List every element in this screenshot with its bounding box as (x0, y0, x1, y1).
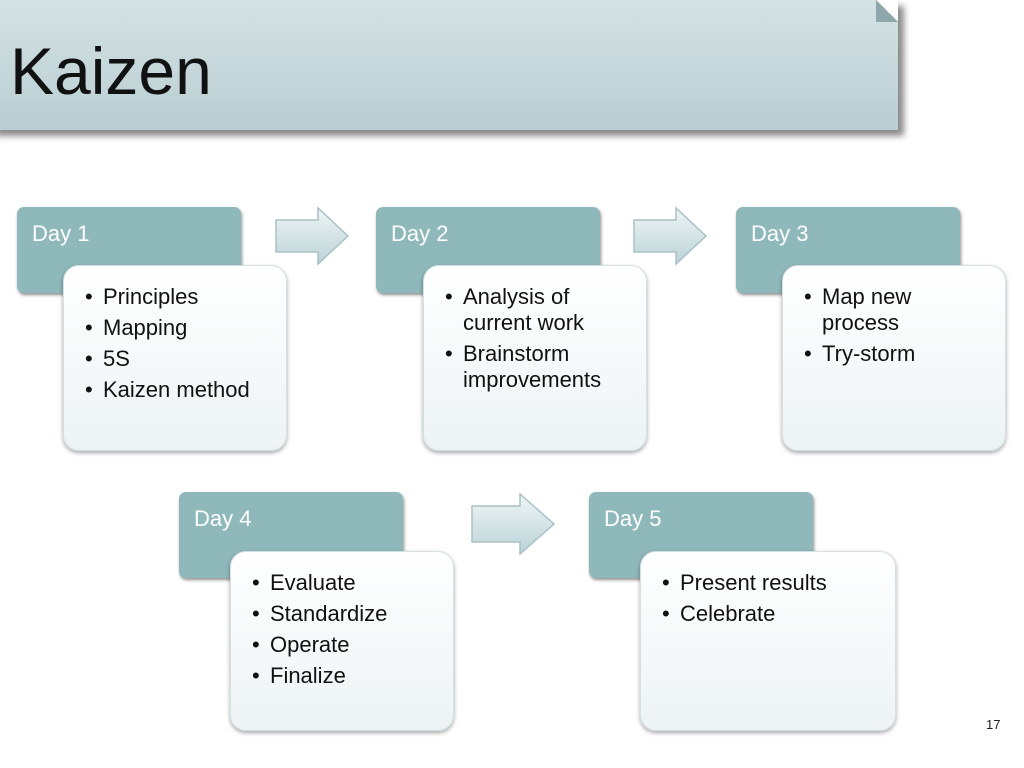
arrow-right-icon (275, 206, 350, 266)
day-label: Day 5 (604, 506, 662, 531)
list-item: Finalize (251, 663, 441, 689)
day-5-card: Present results Celebrate (640, 551, 896, 731)
day-3-list: Map new process Try-storm (803, 284, 993, 367)
day-label: Day 3 (751, 221, 809, 246)
page-number: 17 (986, 717, 1001, 732)
list-item: Standardize (251, 601, 441, 627)
day-label: Day 4 (194, 506, 252, 531)
day-2-card: Analysis of current work Brainstorm impr… (423, 265, 647, 451)
day-label: Day 2 (391, 221, 449, 246)
list-item: Present results (661, 570, 883, 596)
arrow-right-icon (471, 492, 556, 556)
day-3-card: Map new process Try-storm (782, 265, 1006, 451)
list-item: Celebrate (661, 601, 883, 627)
list-item: Mapping (84, 315, 274, 341)
day-4-card: Evaluate Standardize Operate Finalize (230, 551, 454, 731)
title-banner (0, 0, 898, 130)
day-label: Day 1 (32, 221, 90, 246)
list-item: Kaizen method (84, 377, 274, 403)
list-item: Principles (84, 284, 274, 310)
slide-title: Kaizen (10, 34, 212, 108)
title-banner-fold (876, 0, 898, 22)
list-item: Map new process (803, 284, 993, 336)
list-item: 5S (84, 346, 274, 372)
day-5-list: Present results Celebrate (661, 570, 883, 627)
list-item: Try-storm (803, 341, 993, 367)
day-1-list: Principles Mapping 5S Kaizen method (84, 284, 274, 403)
list-item: Evaluate (251, 570, 441, 596)
day-2-list: Analysis of current work Brainstorm impr… (444, 284, 634, 393)
day-1-card: Principles Mapping 5S Kaizen method (63, 265, 287, 451)
list-item: Operate (251, 632, 441, 658)
list-item: Analysis of current work (444, 284, 634, 336)
list-item: Brainstorm improvements (444, 341, 634, 393)
arrow-right-icon (633, 206, 708, 266)
day-4-list: Evaluate Standardize Operate Finalize (251, 570, 441, 689)
